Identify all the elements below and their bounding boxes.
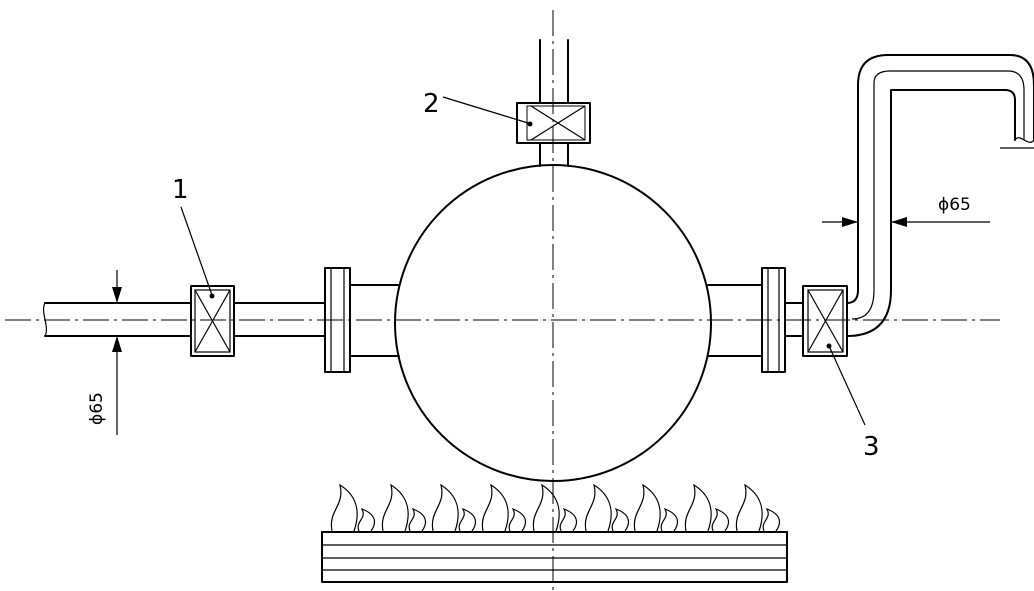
flame — [660, 507, 678, 532]
flame — [408, 507, 426, 532]
flame — [481, 483, 509, 532]
dimension-left: ϕ65 — [87, 270, 122, 435]
label-valve-2: 2 — [423, 89, 440, 119]
left-flange — [324, 267, 400, 373]
flame — [330, 483, 358, 532]
valve-2 — [516, 102, 591, 144]
left-pipe — [42, 302, 326, 337]
flame — [508, 507, 526, 532]
valve-1 — [190, 285, 235, 357]
flame — [611, 507, 629, 532]
right-flange — [707, 267, 804, 373]
valve-3 — [802, 285, 848, 357]
flame — [532, 483, 560, 532]
flame — [357, 507, 375, 532]
flame — [633, 483, 661, 532]
flame — [711, 507, 729, 532]
flame — [559, 507, 577, 532]
right-bent-pipe — [846, 54, 1034, 337]
flame — [584, 483, 612, 532]
flame — [458, 507, 476, 532]
leaders — [180, 96, 866, 426]
flame — [381, 483, 409, 532]
dimension-left-label: ϕ65 — [87, 392, 107, 425]
dimension-right: ϕ65 — [822, 195, 990, 227]
label-valve-1: 1 — [172, 175, 189, 205]
flame — [735, 483, 763, 532]
label-valve-3: 3 — [863, 432, 880, 462]
flame — [684, 483, 712, 532]
dimension-right-label: ϕ65 — [938, 195, 971, 215]
vessel-sphere — [394, 164, 712, 482]
burner — [321, 483, 788, 583]
flame — [762, 507, 780, 532]
top-pipe — [539, 39, 569, 167]
center-lines — [5, 10, 1000, 590]
flame — [431, 483, 459, 532]
flames — [330, 483, 780, 532]
